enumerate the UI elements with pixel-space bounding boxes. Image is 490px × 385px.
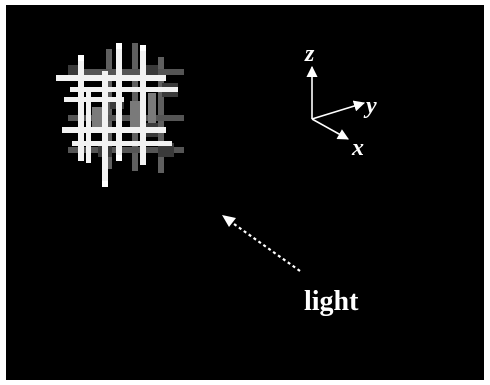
y-axis-line — [311, 100, 366, 120]
lattice-cube — [56, 43, 184, 187]
scene-canvas: z y x light — [56, 41, 377, 317]
z-axis-label: z — [304, 41, 315, 67]
y-axis-label: y — [363, 93, 377, 119]
lattice-back-bars — [68, 69, 184, 153]
light-direction-arrow — [222, 215, 301, 272]
axes-triad — [306, 65, 366, 140]
x-axis-label: x — [351, 135, 364, 161]
lattice-post-tips — [78, 43, 146, 187]
lattice-mid-shadows — [92, 93, 156, 127]
lattice-front-posts — [78, 45, 146, 187]
light-label: light — [304, 286, 359, 317]
x-axis-line — [311, 118, 349, 140]
render-viewport: z y x light — [6, 5, 484, 380]
